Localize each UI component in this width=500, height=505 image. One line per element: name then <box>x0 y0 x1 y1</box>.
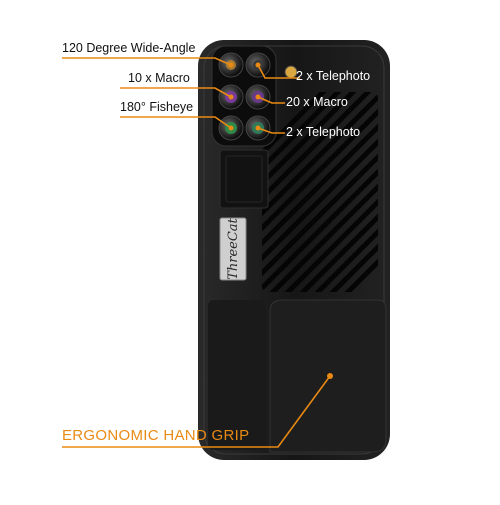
callout-lines <box>62 57 331 448</box>
label-telephoto-bottom: 2 x Telephoto <box>286 125 361 139</box>
label-hand-grip: ERGONOMIC HAND GRIP <box>62 427 250 444</box>
label-macro-20x: 20 x Macro <box>286 95 348 109</box>
grip-stripes <box>262 92 378 292</box>
label-fisheye: 180° Fisheye <box>120 100 194 114</box>
brand-plate <box>219 217 247 281</box>
label-wide-angle: 120 Degree Wide-Angle <box>62 41 196 55</box>
brand-logo: ThreeCat <box>226 218 241 280</box>
label-macro-10x: 10 x Macro <box>128 71 190 85</box>
label-telephoto-top: 2 x Telephoto <box>296 69 371 83</box>
kickstand <box>219 149 269 209</box>
